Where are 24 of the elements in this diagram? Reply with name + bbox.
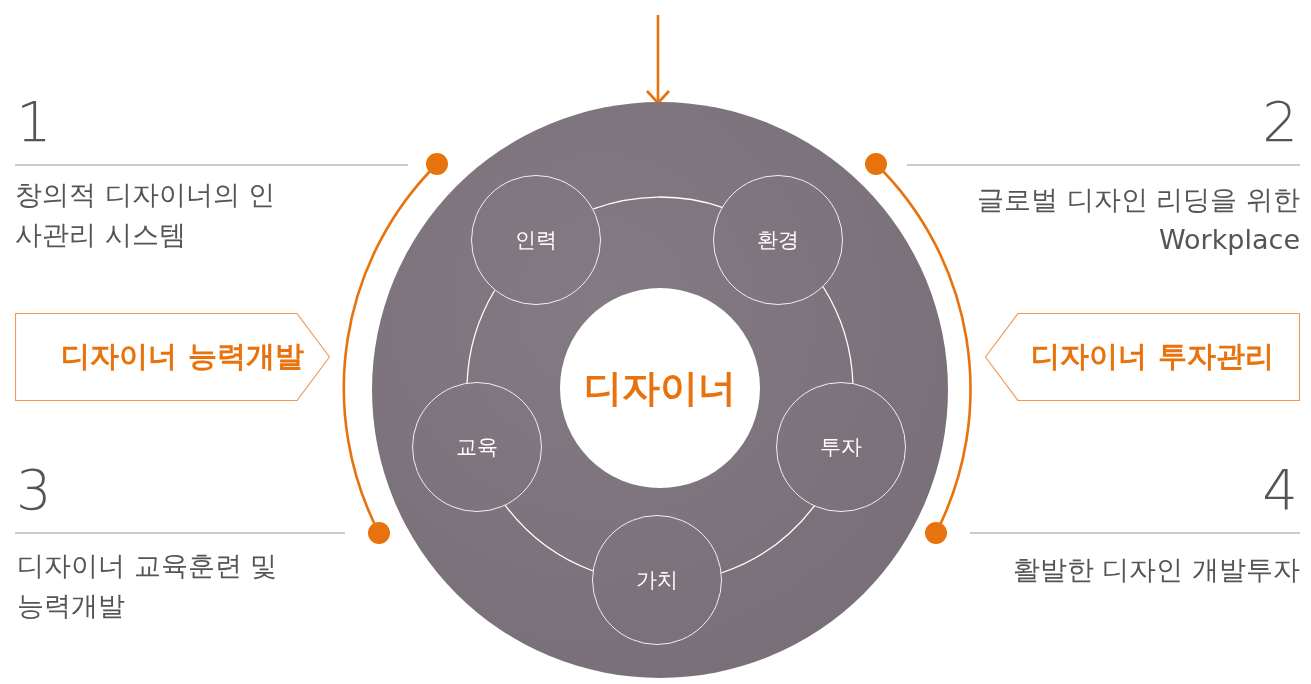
description-text: 창의적 디자이너의 인사관리 시스템 (15, 178, 277, 252)
box-label: 디자이너 투자관리 (1031, 338, 1274, 375)
arrow (645, 15, 671, 105)
pentagon-box (15, 313, 330, 401)
circle-label: 환경 (757, 227, 799, 254)
pentagon-box (985, 313, 1300, 401)
connector-arc (720, 505, 816, 574)
connector-arc (504, 504, 594, 572)
step-number: 2 (1262, 92, 1298, 152)
circle-label: 가치 (636, 567, 678, 594)
connector-arc (822, 285, 854, 385)
step-number: 1 (16, 92, 52, 152)
connector-arc (466, 289, 496, 384)
description-text: 활발한 디자인 개발투자 (1011, 553, 1300, 587)
circle-label: 인력 (515, 227, 557, 254)
description-text: 디자이너 교육훈련 및 능력개발 (17, 549, 279, 623)
description-text: 글로벌 디자인 리딩을 위한 Workplace (976, 183, 1300, 257)
center-label: 디자이너 (584, 364, 736, 412)
step-number: 3 (16, 460, 52, 520)
box-label: 디자이너 능력개발 (61, 338, 304, 375)
circle-label: 교육 (456, 434, 498, 461)
connector-arc (592, 196, 723, 210)
circle-label: 투자 (820, 434, 862, 461)
step-number: 4 (1262, 460, 1298, 520)
